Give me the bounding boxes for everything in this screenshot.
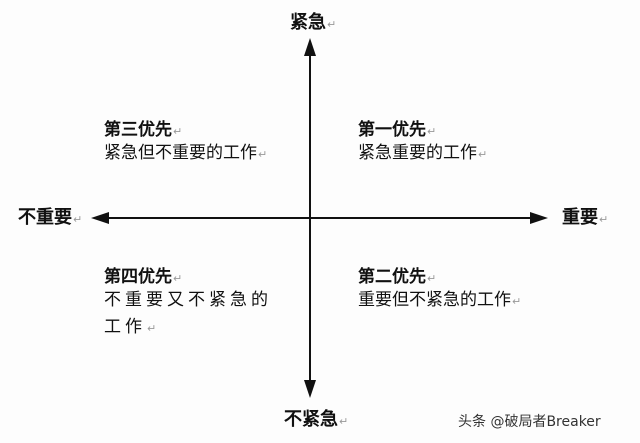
quadrant-desc: 工作↵ (104, 317, 161, 337)
quadrant-desc: 不重要又不紧急的 (104, 290, 272, 310)
quadrant-desc: 紧急重要的工作↵ (358, 143, 488, 163)
axis-label-urgent: 紧急↵ (290, 12, 337, 33)
quadrant-title: 第四优先↵ (104, 267, 183, 287)
quadrant-bottom-left: 第四优先↵ 不重要又不紧急的 工作↵ (104, 262, 272, 342)
quadrant-title: 第二优先↵ (358, 267, 437, 287)
quadrant-desc: 重要但不紧急的工作↵ (358, 290, 522, 310)
up-arrow-icon (304, 38, 316, 56)
axis-label-important: 重要↵ (562, 207, 609, 228)
quadrant-bottom-right: 第二优先↵ 重要但不紧急的工作↵ (358, 262, 521, 315)
quadrant-desc: 紧急但不重要的工作↵ (104, 143, 268, 163)
axis-label-not-urgent: 不紧急↵ (284, 409, 349, 430)
quadrant-top-right: 第一优先↵ 紧急重要的工作↵ (358, 115, 487, 168)
right-arrow-icon (530, 212, 548, 224)
axis-label-not-important: 不重要↵ (18, 207, 83, 228)
quadrant-top-left: 第三优先↵ 紧急但不重要的工作↵ (104, 115, 267, 168)
quadrant-title: 第三优先↵ (104, 120, 183, 140)
quadrant-title: 第一优先↵ (358, 120, 437, 140)
watermark: 头条 @破局者Breaker (458, 414, 601, 430)
left-arrow-icon (91, 212, 109, 224)
down-arrow-icon (304, 380, 316, 398)
